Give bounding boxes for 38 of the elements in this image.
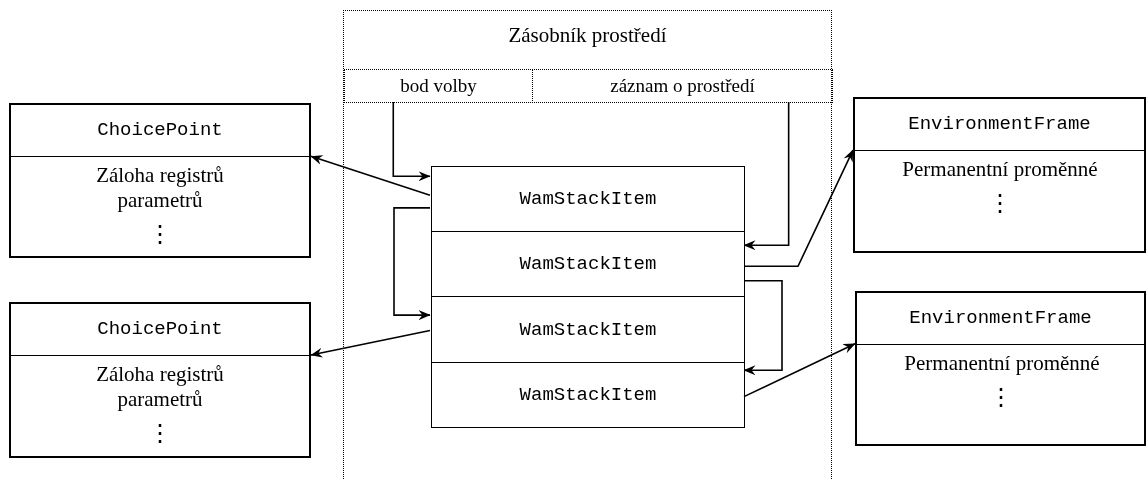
arrow — [310, 329, 431, 358]
field-text: Záloha registrů parametrů — [95, 362, 225, 412]
cell-label: bod volby — [400, 75, 477, 97]
class-box — [855, 291, 1146, 446]
field-text: Permanentní proměnné — [901, 157, 1099, 182]
arrow — [743, 280, 783, 376]
arrow — [310, 155, 431, 197]
ellipsis-text: ⋮ — [147, 221, 173, 247]
class-name: ChoicePoint — [11, 105, 309, 157]
field-text: Permanentní proměnné — [903, 351, 1101, 376]
class-name: WamStackItem — [519, 188, 657, 210]
arrow — [743, 342, 856, 398]
stack-item-box — [431, 231, 745, 297]
ellipsis-text: ⋮ — [986, 190, 1013, 216]
stack-item-box — [431, 166, 745, 232]
region-title: Zásobník prostředí — [507, 23, 668, 48]
stack-item-box — [431, 296, 745, 363]
header-cell — [532, 69, 833, 103]
arrow — [393, 207, 431, 321]
stack-region — [343, 10, 832, 479]
class-name: WamStackItem — [519, 318, 657, 341]
class-name: ChoicePoint — [11, 304, 309, 356]
arrow — [392, 101, 431, 182]
class-name: EnvironmentFrame — [855, 99, 1144, 151]
class-box — [853, 97, 1146, 253]
class-name: WamStackItem — [519, 384, 657, 406]
class-box — [9, 302, 311, 458]
class-name: WamStackItem — [519, 253, 657, 275]
ellipsis-text: ⋮ — [987, 384, 1014, 410]
header-cell — [344, 69, 533, 103]
field-text: Záloha registrů parametrů — [95, 163, 225, 213]
arrow — [743, 101, 790, 251]
stack-item-box — [431, 362, 745, 428]
ellipsis-text: ⋮ — [147, 420, 173, 446]
arrow — [743, 149, 854, 268]
cell-label: záznam o prostředí — [610, 75, 755, 97]
class-box — [9, 103, 311, 258]
class-name: EnvironmentFrame — [857, 293, 1144, 345]
